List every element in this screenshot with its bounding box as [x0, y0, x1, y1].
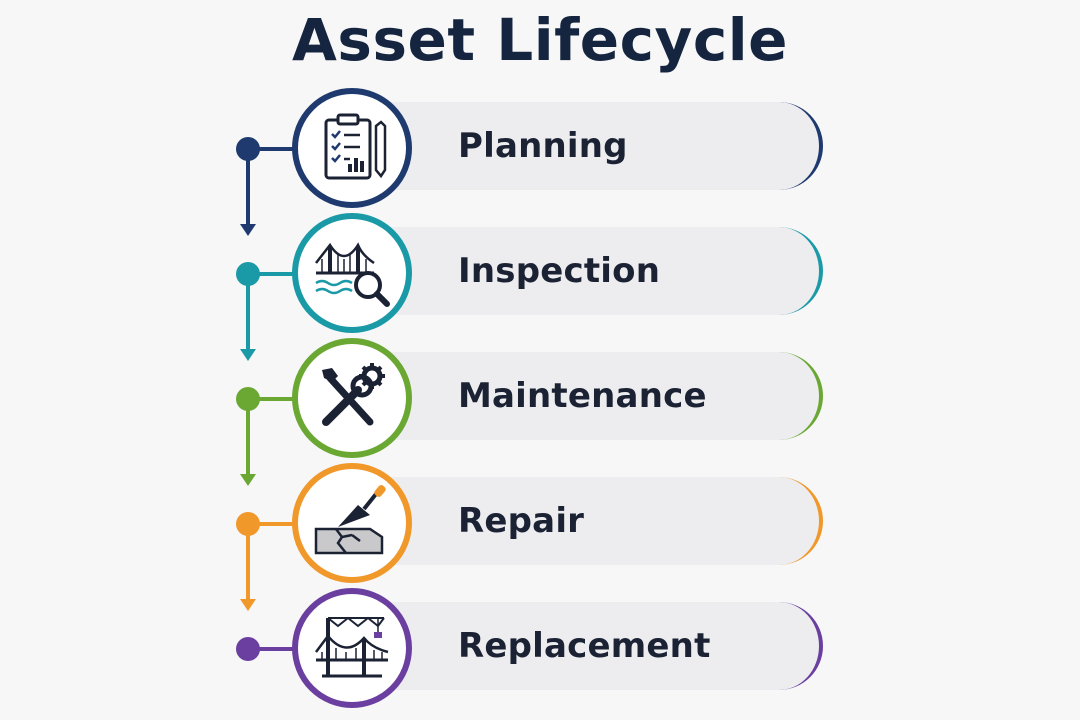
pill-cap	[779, 352, 823, 440]
flow-line	[246, 408, 250, 480]
stage-pill	[345, 352, 823, 440]
stage-label: Repair	[458, 501, 585, 541]
flow-line	[246, 533, 250, 605]
stage-label: Replacement	[458, 626, 711, 666]
flow-arrow-icon	[240, 224, 256, 236]
stage-label: Maintenance	[458, 376, 707, 416]
stage-icon-ring	[292, 338, 412, 458]
stage-pill	[345, 602, 823, 690]
pill-cap	[779, 477, 823, 565]
connector-line	[256, 522, 294, 526]
wrench-gear-icon	[322, 363, 385, 426]
connector-line	[256, 147, 294, 151]
stage-pill	[345, 227, 823, 315]
crane-bridge-icon	[315, 616, 389, 678]
stage-pill	[345, 477, 823, 565]
flow-arrow-icon	[240, 349, 256, 361]
diagram-title: Asset Lifecycle	[292, 6, 788, 74]
stage-label: Planning	[458, 126, 628, 166]
pill-cap	[779, 227, 823, 315]
pill-cap	[779, 102, 823, 190]
pill-cap	[779, 602, 823, 690]
stage-label: Inspection	[458, 251, 661, 291]
stage-repair: Repair	[0, 459, 1080, 611]
stage-icon-ring	[292, 588, 412, 708]
connector-line	[256, 647, 294, 651]
stage-planning: Planning	[0, 84, 1080, 236]
flow-arrow-icon	[240, 599, 256, 611]
stage-inspection: Inspection	[0, 209, 1080, 361]
stage-icon-ring	[292, 88, 412, 208]
stage-maintenance: Maintenance	[0, 334, 1080, 486]
flow-line	[246, 158, 250, 230]
connector-line	[256, 272, 294, 276]
bridge-magnifier-icon	[315, 242, 390, 307]
stage-replacement: Replacement	[0, 584, 1080, 710]
stage-icon-ring	[292, 213, 412, 333]
flow-arrow-icon	[240, 474, 256, 486]
connector-line	[256, 397, 294, 401]
clipboard-chart-icon	[324, 113, 387, 180]
trowel-crack-icon	[314, 485, 386, 555]
flow-line	[246, 283, 250, 355]
stage-icon-ring	[292, 463, 412, 583]
stage-pill	[345, 102, 823, 190]
